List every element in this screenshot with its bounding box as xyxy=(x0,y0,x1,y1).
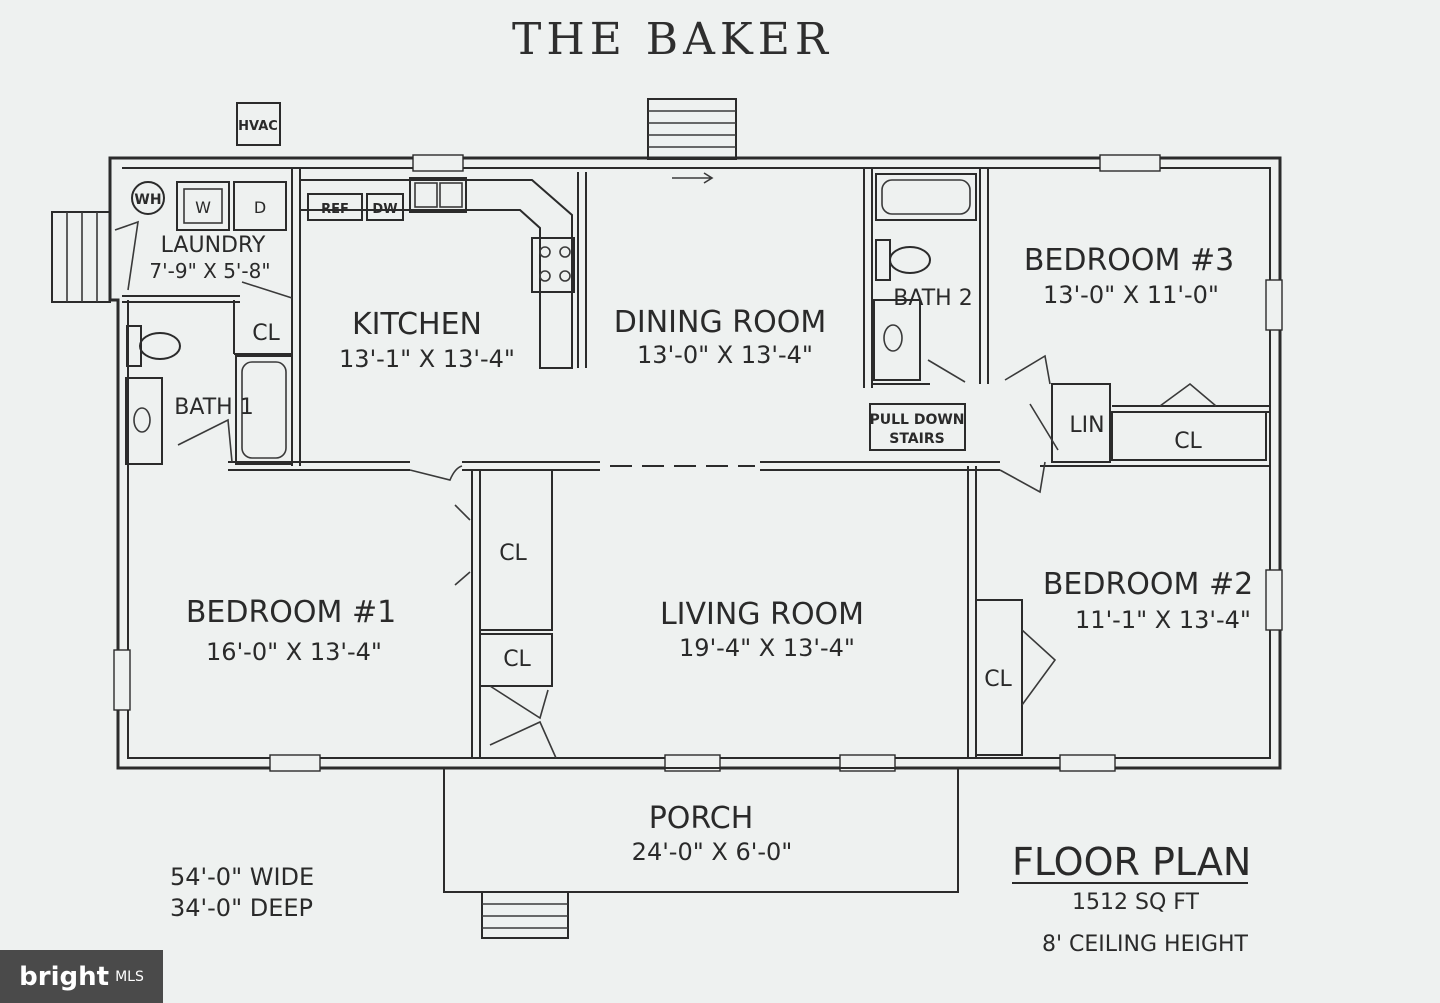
bath2-vanity xyxy=(873,299,921,381)
svg-text:DW: DW xyxy=(372,202,397,217)
watermark-badge: bright MLS xyxy=(0,950,163,1003)
bath2-tub xyxy=(875,173,977,221)
window xyxy=(1099,154,1161,172)
window xyxy=(412,154,464,172)
refrigerator: REF xyxy=(307,193,363,221)
floor-plan-underline xyxy=(1012,882,1248,884)
dishwasher: DW xyxy=(366,193,404,221)
bath1-toilet xyxy=(126,325,181,367)
porch xyxy=(443,767,959,939)
porch-name: PORCH xyxy=(649,801,754,836)
kitchen-counter xyxy=(300,179,573,369)
kitchen-sink xyxy=(409,177,467,213)
svg-text:REF: REF xyxy=(321,202,349,217)
svg-text:WH: WH xyxy=(134,192,161,208)
hvac-unit xyxy=(236,102,281,146)
kitchen-name: KITCHEN xyxy=(352,307,482,342)
svg-text:D: D xyxy=(254,198,266,217)
bath1-name: BATH 1 xyxy=(174,395,253,420)
pull-down-label-1: PULL DOWN xyxy=(869,412,964,428)
closet-label: CL xyxy=(984,667,1012,692)
kitchen-size: 13'-1" X 13'-4" xyxy=(339,345,515,373)
closet-label: CL xyxy=(1174,429,1202,454)
door-swings xyxy=(114,220,1217,759)
dining-name: DINING ROOM xyxy=(614,305,826,340)
window xyxy=(1265,569,1283,631)
watermark-brand: bright xyxy=(19,961,110,992)
pull-down-label-2: STAIRS xyxy=(889,431,944,447)
square-footage: 1512 SQ FT xyxy=(1072,890,1199,915)
living-size: 19'-4" X 13'-4" xyxy=(679,634,855,662)
overall-depth: 34'-0" DEEP xyxy=(170,894,314,922)
pull-down-stairs xyxy=(869,403,966,451)
closet-label: CL xyxy=(252,321,280,346)
bath2-name: BATH 2 xyxy=(893,286,972,311)
water-heater: WH xyxy=(131,181,165,215)
plan-title: THE BAKER xyxy=(511,14,834,65)
bath2-toilet xyxy=(875,239,931,281)
svg-text:W: W xyxy=(195,198,211,217)
floor-plan-label: FLOOR PLAN xyxy=(1012,840,1252,884)
bedroom3-size: 13'-0" X 11'-0" xyxy=(1043,281,1219,309)
arrow-icon xyxy=(672,172,714,184)
closet-label: CL xyxy=(503,647,531,672)
linen-label: LIN xyxy=(1069,413,1104,438)
window xyxy=(113,649,131,711)
bedroom3-name: BEDROOM #3 xyxy=(1024,243,1234,278)
bedroom2-size: 11'-1" X 13'-4" xyxy=(1075,606,1251,634)
chimney xyxy=(647,98,737,160)
bath1-tub xyxy=(235,355,293,465)
dining-size: 13'-0" X 13'-4" xyxy=(637,341,813,369)
washer: W xyxy=(176,181,230,231)
bedroom1-name: BEDROOM #1 xyxy=(186,595,396,630)
living-name: LIVING ROOM xyxy=(660,597,864,632)
interior-walls xyxy=(122,168,1270,758)
window xyxy=(1059,754,1116,772)
window xyxy=(269,754,321,772)
closet-label: CL xyxy=(499,541,527,566)
laundry-name: LAUNDRY xyxy=(161,233,266,258)
bedroom2-name: BEDROOM #2 xyxy=(1043,567,1253,602)
window xyxy=(1265,279,1283,331)
porch-size: 24'-0" X 6'-0" xyxy=(632,838,793,866)
hvac-label: HVAC xyxy=(238,119,278,134)
watermark-suffix: MLS xyxy=(115,968,144,985)
overall-width: 54'-0" WIDE xyxy=(170,863,315,891)
range-stove xyxy=(531,237,575,293)
laundry-size: 7'-9" X 5'-8" xyxy=(149,259,270,283)
bedroom1-size: 16'-0" X 13'-4" xyxy=(206,638,382,666)
dryer: D xyxy=(233,181,287,231)
side-stairs xyxy=(51,211,111,303)
overall-dimensions: 54'-0" WIDE 34'-0" DEEP xyxy=(170,862,314,924)
ceiling-height: 8' CEILING HEIGHT xyxy=(1042,932,1248,957)
bath1-vanity xyxy=(125,377,163,465)
